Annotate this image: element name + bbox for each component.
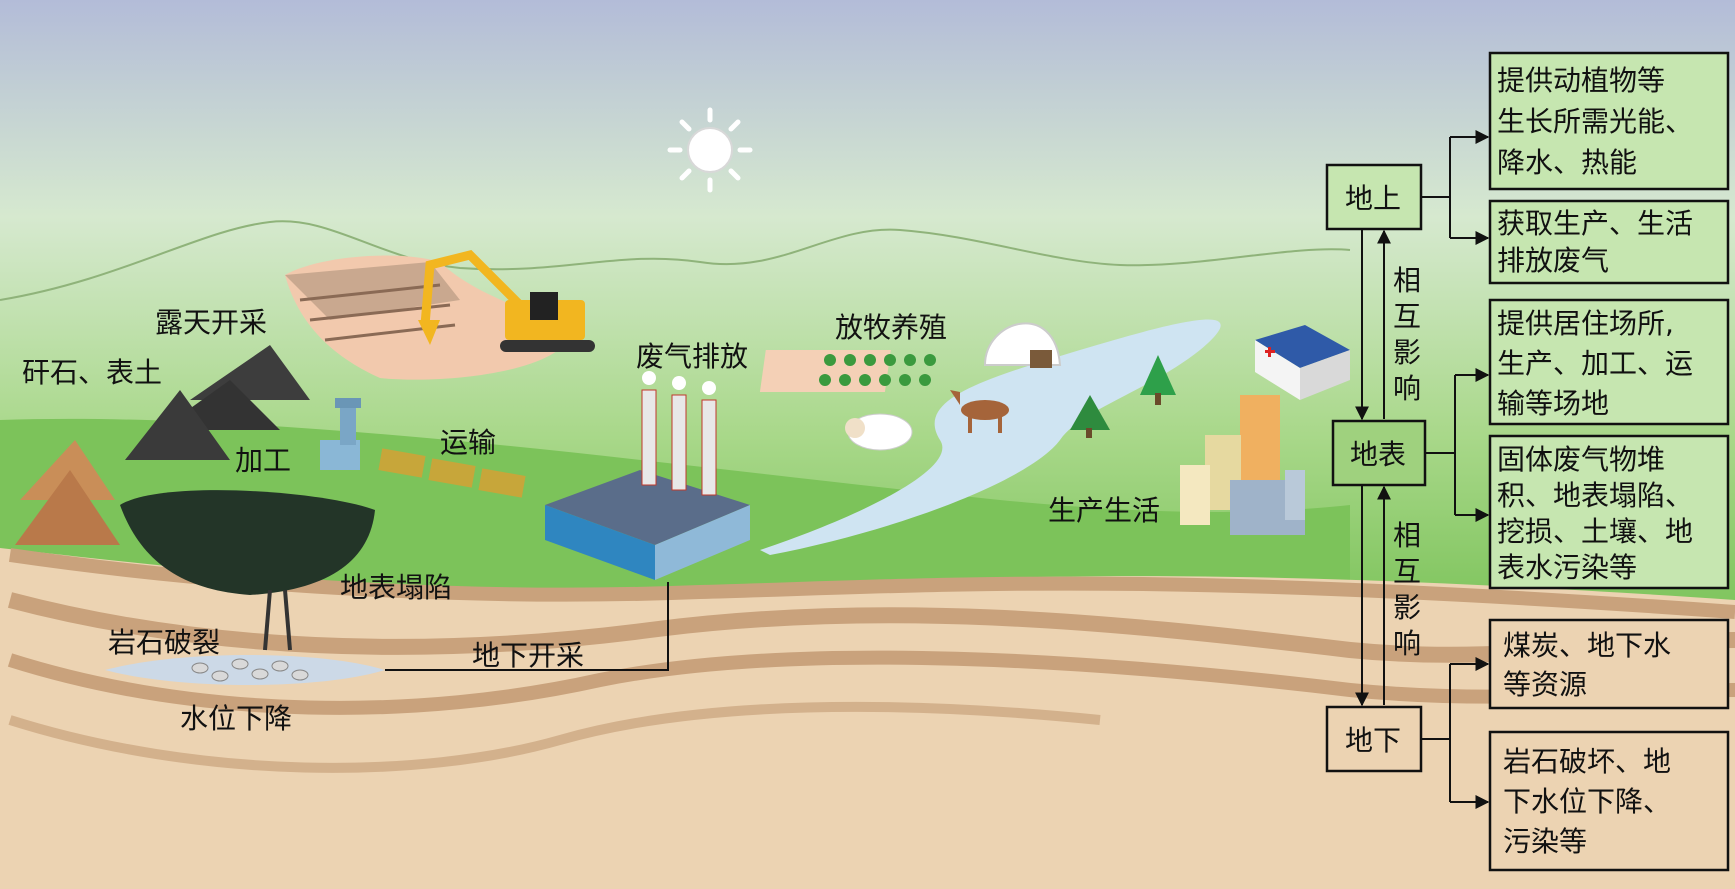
label-open-pit: 露天开采: [155, 306, 267, 339]
svg-text:生产、加工、运: 生产、加工、运: [1497, 347, 1693, 380]
svg-text:等资源: 等资源: [1503, 668, 1587, 701]
svg-text:输等场地: 输等场地: [1497, 387, 1609, 420]
svg-text:污染等: 污染等: [1503, 825, 1587, 858]
svg-text:影: 影: [1393, 591, 1421, 624]
svg-text:获取生产、生活: 获取生产、生活: [1497, 207, 1693, 240]
svg-text:岩石破坏、地: 岩石破坏、地: [1503, 745, 1671, 778]
svg-text:相: 相: [1393, 264, 1421, 297]
svg-text:下水位下降、: 下水位下降、: [1503, 785, 1671, 818]
waste-rock-piles-icon: [125, 345, 310, 460]
clinic-building-icon: [1255, 325, 1350, 400]
interaction-label-lower: 相 互 影 响: [1393, 519, 1421, 660]
label-waste-rock: 矸石、表土: [22, 356, 162, 389]
processing-machine-icon: [320, 398, 361, 470]
node-above-label: 地上: [1345, 182, 1401, 215]
label-grazing: 放牧养殖: [835, 311, 947, 344]
svg-text:提供动植物等: 提供动植物等: [1497, 64, 1665, 97]
label-water-drop: 水位下降: [180, 702, 292, 735]
label-underground-mining: 地下开采: [472, 639, 584, 672]
effect-box-below-1: 煤炭、地下水 等资源: [1488, 618, 1730, 710]
transport-carts-icon: [378, 448, 526, 498]
interaction-label-upper: 相 互 影 响: [1393, 264, 1421, 405]
interaction-arrows: [1355, 229, 1391, 707]
factory-icon: [545, 371, 750, 580]
sun-icon: [667, 107, 753, 193]
svg-text:排放废气: 排放废气: [1497, 244, 1609, 277]
city-buildings-icon: [1180, 395, 1305, 535]
excavator-icon: [418, 250, 595, 352]
svg-text:煤炭、地下水: 煤炭、地下水: [1503, 629, 1671, 662]
svg-text:表水污染等: 表水污染等: [1497, 551, 1637, 584]
svg-text:提供居住场所,: 提供居住场所,: [1497, 307, 1674, 340]
soil-piles-icon: [15, 440, 120, 545]
label-production-life: 生产生活: [1048, 494, 1160, 527]
river: [760, 319, 1221, 555]
svg-text:响: 响: [1393, 372, 1421, 405]
crop-field-icon: [759, 350, 936, 392]
effect-box-surface-2: 固体废气物堆 积、地表塌陷、 挖损、土壤、地 表水污染等: [1488, 434, 1730, 590]
svg-text:响: 响: [1393, 627, 1421, 660]
subsidence-pit-icon: [120, 490, 375, 651]
node-below: 地下: [1325, 705, 1423, 773]
label-processing: 加工: [235, 444, 291, 477]
effect-box-above-1: 提供动植物等 生长所需光能、 降水、热能: [1488, 51, 1730, 191]
svg-text:相: 相: [1393, 519, 1421, 552]
svg-text:固体废气物堆: 固体废气物堆: [1497, 443, 1665, 476]
node-below-label: 地下: [1345, 724, 1401, 757]
horse-icon: [950, 390, 1009, 433]
underground-mining-connector: [385, 582, 669, 671]
svg-text:生长所需光能、: 生长所需光能、: [1497, 105, 1693, 138]
svg-text:积、地表塌陷、: 积、地表塌陷、: [1497, 479, 1693, 512]
effect-box-above-2: 获取生产、生活 排放废气: [1488, 199, 1730, 285]
svg-text:互: 互: [1393, 300, 1421, 333]
branch-connectors: [1421, 130, 1490, 809]
svg-text:影: 影: [1393, 336, 1421, 369]
sheep-icon: [845, 413, 913, 451]
svg-text:挖损、土壤、地: 挖损、土壤、地: [1497, 515, 1693, 548]
groundwater-lens-icon: [105, 655, 385, 685]
effect-box-surface-1: 提供居住场所, 生产、加工、运 输等场地: [1488, 298, 1730, 426]
label-exhaust: 废气排放: [636, 340, 748, 373]
label-rock-fracture: 岩石破裂: [108, 626, 220, 659]
trees-icon: [1070, 355, 1176, 438]
node-above: 地上: [1325, 163, 1423, 231]
label-subsidence: 地表塌陷: [340, 571, 452, 604]
svg-text:降水、热能: 降水、热能: [1497, 146, 1637, 179]
node-surface: 地表: [1331, 419, 1427, 487]
yurt-icon: [983, 322, 1062, 368]
label-transport: 运输: [440, 426, 496, 459]
distant-hills: [0, 220, 1351, 301]
node-surface-label: 地表: [1350, 438, 1406, 471]
svg-text:互: 互: [1393, 555, 1421, 588]
effect-box-below-2: 岩石破坏、地 下水位下降、 污染等: [1488, 730, 1730, 872]
